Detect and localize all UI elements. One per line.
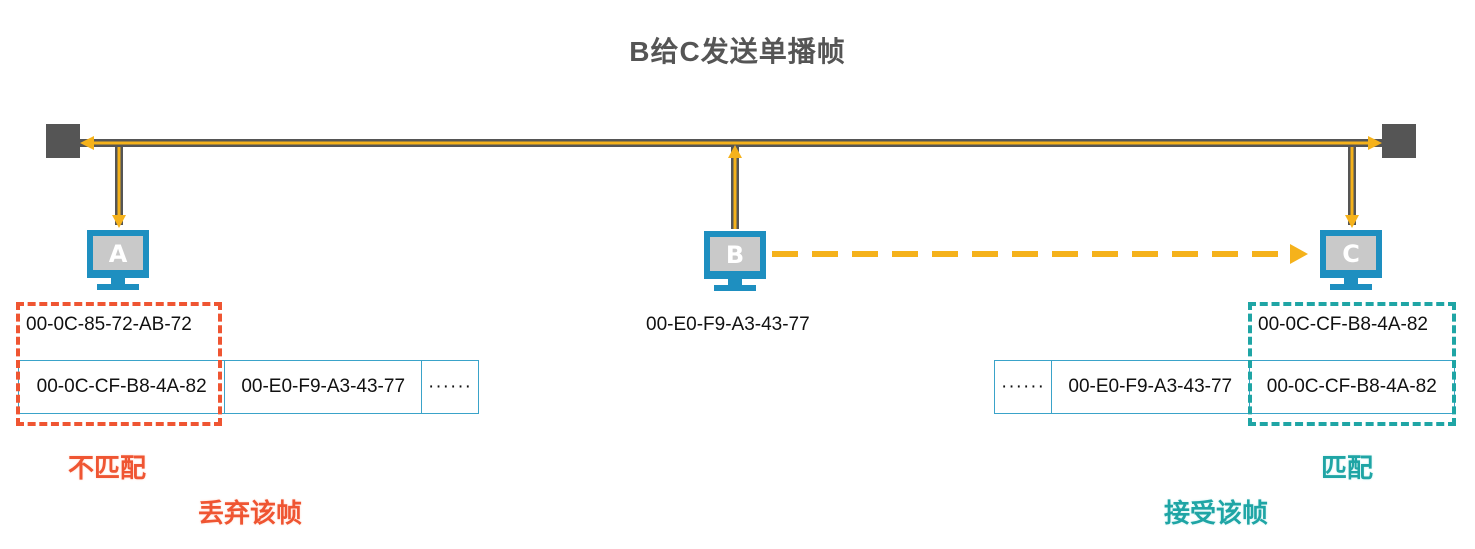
drop-line-a <box>112 147 126 228</box>
bus-terminator-right <box>1382 124 1416 158</box>
frame-c-dest-mac: 00-0C-CF-B8-4A-82 <box>1266 376 1437 397</box>
frame-a-rest: ······ <box>428 376 472 397</box>
frame-c-rest: ······ <box>995 361 1052 413</box>
pc-a-icon: A <box>87 230 149 290</box>
pc-b-icon: B <box>704 231 766 291</box>
drop-line-b <box>728 145 742 229</box>
bus-terminator-left <box>46 124 80 158</box>
pc-c-icon: C <box>1320 230 1382 290</box>
unicast-arrow <box>772 244 1308 264</box>
frame-at-host-a: 00-0C-CF-B8-4A-82 00-E0-F9-A3-43-77 ····… <box>18 360 479 414</box>
host-c-mac: 00-0C-CF-B8-4A-82 <box>1258 314 1428 335</box>
frame-at-host-c: ······ 00-E0-F9-A3-43-77 00-0C-CF-B8-4A-… <box>994 360 1455 414</box>
signal-arrow-right <box>1368 136 1382 150</box>
frame-a-dest-mac: 00-0C-CF-B8-4A-82 <box>19 361 226 413</box>
host-a-mac: 00-0C-85-72-AB-72 <box>26 314 192 335</box>
frame-a-src-mac: 00-E0-F9-A3-43-77 <box>225 361 423 413</box>
host-b-mac: 00-E0-F9-A3-43-77 <box>646 314 810 335</box>
diagram-title: B给C发送单播帧 <box>629 36 846 67</box>
match-label: 匹配 <box>1321 453 1374 483</box>
mismatch-highlight-box <box>16 302 222 426</box>
signal-arrow-left <box>80 136 94 150</box>
pc-c-letter: C <box>1342 240 1360 268</box>
match-highlight-box <box>1248 302 1456 426</box>
accept-frame-label: 接受该帧 <box>1164 498 1269 528</box>
mismatch-label: 不匹配 <box>68 453 147 483</box>
pc-b-letter: B <box>726 241 744 269</box>
frame-c-src-mac: 00-E0-F9-A3-43-77 <box>1052 361 1250 413</box>
discard-frame-label: 丢弃该帧 <box>198 498 303 528</box>
drop-line-c <box>1345 147 1359 228</box>
pc-a-letter: A <box>109 240 128 268</box>
